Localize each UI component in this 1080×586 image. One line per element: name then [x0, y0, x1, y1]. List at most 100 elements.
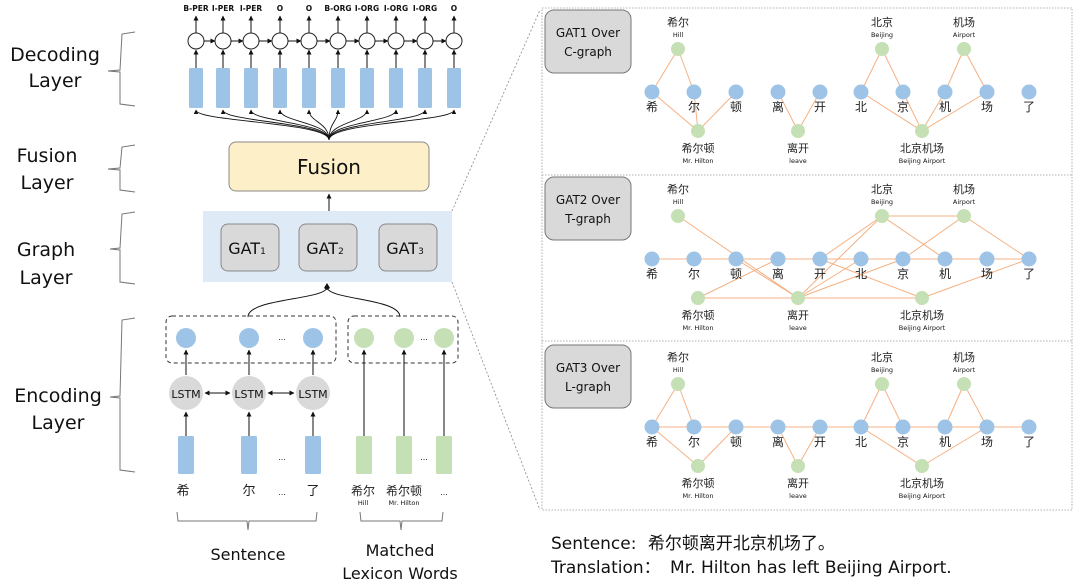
hidden-state-vector [418, 68, 432, 108]
output-tag: O [451, 4, 457, 13]
word-node [875, 42, 889, 56]
word-node-translation: Airport [953, 31, 976, 39]
word-hidden-node [394, 328, 414, 348]
word-node-label: 机场 [953, 15, 975, 29]
word-node [671, 377, 685, 391]
crf-node [329, 32, 347, 50]
word-node [875, 377, 889, 391]
fusion-layer-label-2: Layer [21, 172, 74, 194]
word-node-label: 北京 [871, 350, 893, 364]
char-node-label: 尔 [688, 266, 700, 281]
word-node-label: 离开 [787, 141, 809, 155]
graphs-container [541, 7, 1073, 511]
ellipsis: ... [278, 453, 286, 462]
lexicon-repr-group [347, 315, 459, 364]
panel-title-box [544, 176, 632, 241]
char-node [686, 419, 702, 435]
decoding-layer-label: Decoding [10, 44, 100, 66]
char-node-label: 场 [981, 435, 993, 449]
char-embedding [178, 436, 194, 474]
fusion-to-hidden-arrow [193, 109, 330, 141]
char-node [937, 251, 953, 267]
word-node-translation: leave [789, 492, 807, 500]
graph-edge [651, 383, 679, 428]
output-tag: O [306, 4, 312, 13]
char-node [853, 251, 869, 267]
graph-edge [797, 215, 883, 299]
word-node-translation: leave [789, 324, 807, 332]
char-node-label: 希 [646, 434, 658, 449]
word-embedding [396, 436, 412, 474]
char-node-label: 了 [1023, 100, 1035, 114]
graph-panel-l: GAT3 OverL-graph希尔顿离开北京机场了希尔Hill北京Beijin… [544, 344, 1037, 500]
lstm-cell [169, 376, 203, 410]
word-node [791, 124, 805, 138]
graph-edge [677, 383, 695, 428]
hidden-state-vector [360, 68, 374, 108]
graph-edge [944, 383, 965, 428]
crf-node [387, 32, 405, 50]
char-node [728, 419, 744, 435]
crf-node [300, 32, 318, 50]
word-node [791, 459, 805, 473]
char-node-label: 离 [772, 434, 784, 449]
sentence-to-graph-curve [247, 286, 328, 318]
word-node-label: 希尔顿 [682, 308, 715, 322]
word-node [671, 209, 685, 223]
char-node-label: 机 [939, 435, 951, 449]
gat-box-1 [220, 223, 280, 272]
word-node-translation: Airport [953, 198, 976, 206]
ellipsis: ... [278, 333, 286, 342]
char-node-label: 开 [814, 435, 826, 449]
word-node [875, 209, 889, 223]
lstm-cell [232, 376, 266, 410]
char-node-label: 希 [646, 99, 658, 114]
gat-label-subscript: 3 [418, 247, 424, 257]
decoding-brace [107, 31, 136, 107]
char-node-label: 尔 [688, 434, 700, 449]
output-tag: I-PER [240, 4, 263, 13]
char-node-label: 开 [814, 100, 826, 114]
word-node-translation: Airport [953, 366, 976, 374]
word-node [691, 291, 705, 305]
fusion-to-hidden-arrow [248, 109, 330, 141]
lstm-label: LSTM [298, 388, 327, 401]
fusion-to-hidden-arrow [220, 109, 330, 141]
char-node [979, 419, 995, 435]
gat-label-2: GAT2 [306, 239, 344, 258]
fusion-to-hidden-arrow [306, 109, 330, 141]
panel-title: GAT1 Over [556, 26, 620, 40]
graph-edge [881, 383, 904, 428]
panel-title: GAT3 Over [556, 361, 620, 375]
graph-edge [819, 215, 883, 260]
encoding-brace [109, 317, 136, 473]
char-node-label: 机 [939, 100, 951, 114]
fusion-to-hidden-arrow [328, 109, 370, 141]
output-tag: B-ORG [324, 4, 351, 13]
char-node-label: 顿 [730, 435, 742, 449]
char-node-label: 场 [981, 100, 993, 114]
char-node-label: 尔 [688, 99, 700, 114]
char-node [812, 84, 828, 100]
word-node [957, 209, 971, 223]
layer-labels: Decoding Layer Fusion Layer Graph Layer … [10, 44, 102, 434]
word-node-translation: Beijing [871, 198, 893, 206]
graph-edge [677, 48, 695, 93]
sentence-char: 尔 [242, 484, 255, 499]
gat-label-subscript: 1 [260, 247, 266, 257]
gat-label-subscript: 2 [338, 247, 344, 257]
char-node [895, 251, 911, 267]
graph-edge [797, 258, 862, 299]
word-node [791, 291, 805, 305]
char-node-label: 机 [939, 267, 951, 281]
graph-edge [902, 215, 965, 260]
word-node-translation: Beijing Airport [899, 324, 946, 332]
char-node-label: 场 [981, 267, 993, 281]
char-hidden-node [239, 328, 259, 348]
layer-braces [107, 31, 136, 473]
word-node-translation: Mr. Hilton [683, 324, 714, 332]
char-node [812, 419, 828, 435]
word-hidden-node [354, 328, 374, 348]
